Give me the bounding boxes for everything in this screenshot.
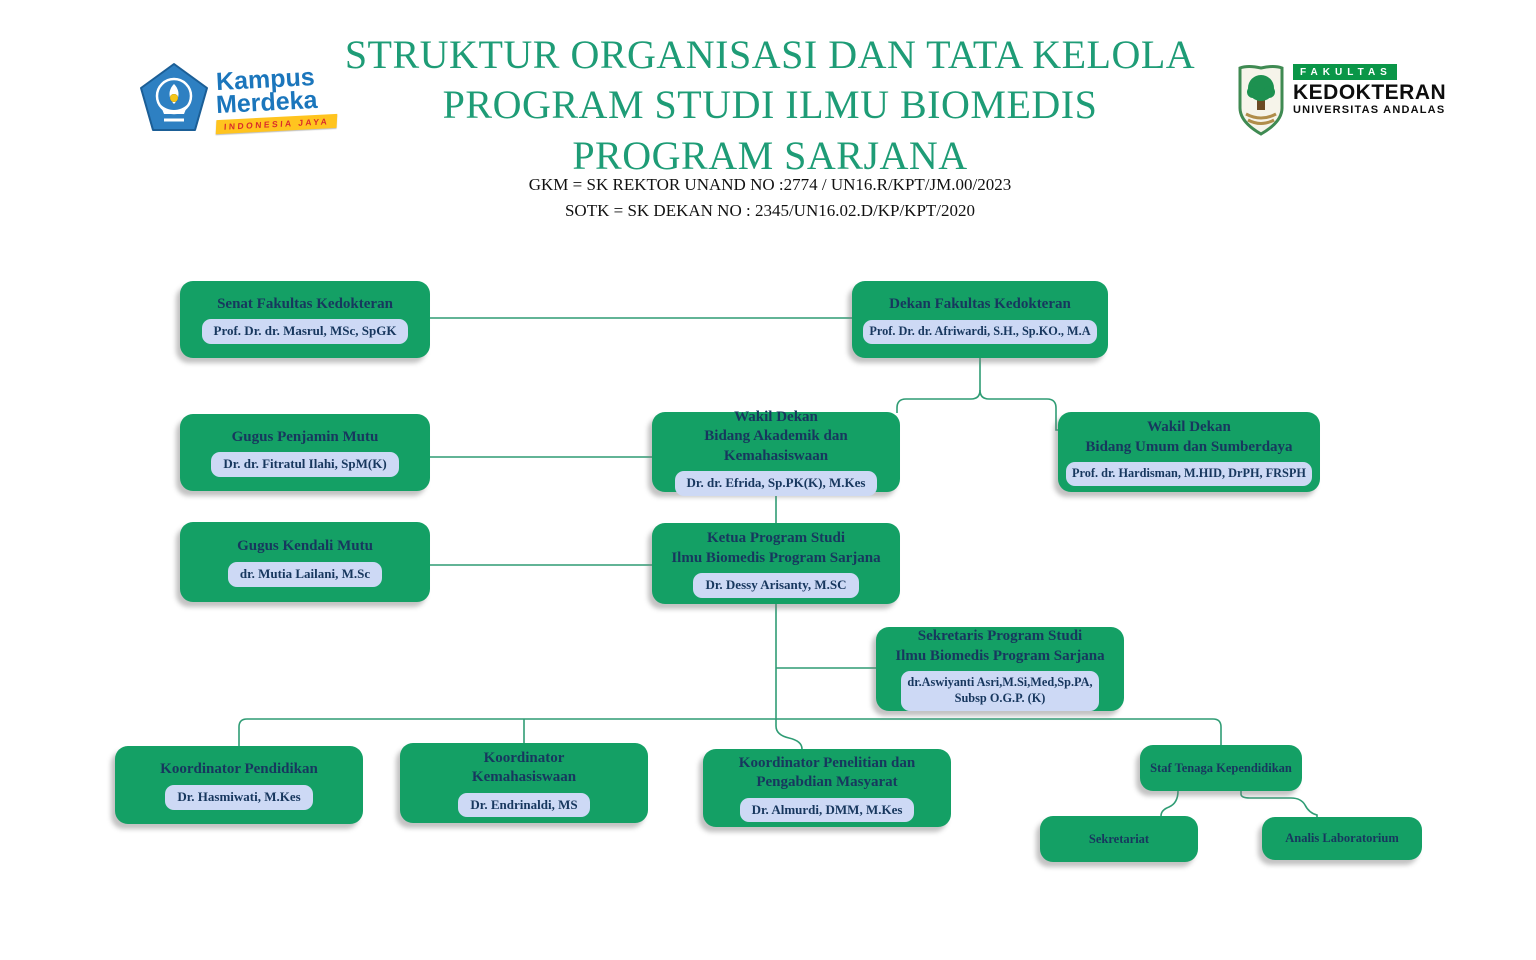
node-person: dr. Mutia Lailani, M.Sc [227, 561, 383, 587]
node-person: dr.Aswiyanti Asri,M.Si,Med,Sp.PA, Subsp … [901, 671, 1099, 711]
node-person: Dr. dr. Fitratul Ilahi, SpM(K) [211, 452, 399, 478]
org-node-wakil-dekan-umum: Wakil Dekan Bidang Umum dan Sumberdaya P… [1058, 412, 1320, 492]
org-node-koordinator-penelitian: Koordinator Penelitian dan Pengabdian Ma… [703, 749, 951, 827]
node-person: Dr. dr. Efrida, Sp.PK(K), M.Kes [674, 471, 878, 497]
node-title: Gugus Penjamin Mutu [231, 428, 379, 445]
title-line-2: PROGRAM STUDI ILMU BIOMEDIS [442, 82, 1098, 128]
node-title: Koordinator Penelitian dan Pengabdian Ma… [738, 754, 916, 791]
node-title: Staf Tenaga Kependidikan [1150, 760, 1292, 775]
node-title: Koordinator Pendidikan [160, 761, 318, 778]
node-person: Prof. Dr. dr. Masrul, MSc, SpGK [201, 319, 409, 345]
connector-distribution-bar [238, 718, 1222, 746]
tut-wuri-handayani-emblem-icon [140, 63, 208, 131]
org-node-gugus-penjamin-mutu: Gugus Penjamin Mutu Dr. dr. Fitratul Ila… [180, 414, 430, 491]
node-person: Dr. Almurdi, DMM, M.Kes [739, 797, 915, 823]
connector-dekan-wakil-akademik [896, 389, 981, 413]
org-node-dekan: Dekan Fakultas Kedokteran Prof. Dr. dr. … [852, 281, 1108, 358]
connector-staf-analis [1240, 791, 1318, 818]
node-title: Senat Fakultas Kedokteran [217, 295, 393, 312]
sotk-decree-line: SOTK = SK DEKAN NO : 2345/UN16.02.D/KP/K… [564, 201, 976, 221]
node-title: Ketua Program Studi Ilmu Biomedis Progra… [671, 530, 881, 566]
connector-dekan-wakil-umum [979, 389, 1059, 431]
unand-shield-icon [1238, 65, 1284, 136]
connector-drop-penelitian [775, 719, 803, 750]
fakultas-kedokteran-unand-logo: FAKULTAS KEDOKTERAN UNIVERSITAS ANDALAS [1236, 64, 1446, 136]
node-title: Dekan Fakultas Kedokteran [889, 296, 1071, 313]
universitas-andalas-label: UNIVERSITAS ANDALAS [1293, 104, 1446, 117]
page-title: STRUKTUR ORGANISASI DAN TATA KELOLA PROG… [320, 30, 1220, 181]
node-title: Sekretariat [1088, 831, 1150, 846]
node-title: Gugus Kendali Mutu [237, 538, 373, 555]
node-person: Prof. Dr. dr. Afriwardi, S.H., Sp.KO., M… [863, 319, 1097, 344]
kedokteran-label: KEDOKTERAN [1293, 81, 1447, 104]
node-title: Koordinator Kemahasiswaan [471, 749, 577, 786]
org-node-koordinator-pendidikan: Koordinator Pendidikan Dr. Hasmiwati, M.… [115, 746, 363, 824]
title-line-1: STRUKTUR ORGANISASI DAN TATA KELOLA [344, 32, 1196, 77]
org-node-gugus-kendali-mutu: Gugus Kendali Mutu dr. Mutia Lailani, M.… [180, 522, 430, 602]
node-title: Wakil Dekan Bidang Umum dan Sumberdaya [1085, 419, 1293, 455]
kampus-merdeka-logo: Kampus Merdeka INDONESIA JAYA [138, 60, 338, 140]
node-title: Wakil Dekan Bidang Akademik dan Kemahasi… [704, 408, 848, 464]
node-title: Sekretaris Program Studi Ilmu Biomedis P… [895, 628, 1105, 664]
fakultas-label: FAKULTAS [1293, 64, 1397, 80]
node-person: Dr. Endrinaldi, MS [458, 792, 590, 818]
org-node-sekretariat: Sekretariat [1040, 816, 1198, 862]
decree-references: GKM = SK REKTOR UNAND NO :2774 / UN16.R/… [320, 172, 1220, 225]
gkm-decree-line: GKM = SK REKTOR UNAND NO :2774 / UN16.R/… [528, 175, 1012, 194]
node-person: Dr. Hasmiwati, M.Kes [165, 784, 313, 810]
unand-wordmark: FAKULTAS KEDOKTERAN UNIVERSITAS ANDALAS [1293, 64, 1446, 117]
org-node-senat: Senat Fakultas Kedokteran Prof. Dr. dr. … [180, 281, 430, 358]
title-line-3: PROGRAM SARJANA [572, 132, 968, 178]
org-node-koordinator-kemahasiswaan: Koordinator Kemahasiswaan Dr. Endrinaldi… [400, 743, 648, 823]
node-person: Dr. Dessy Arisanty, M.SC [693, 573, 859, 598]
node-person: Prof. dr. Hardisman, M.HID, DrPH, FRSPH [1066, 462, 1312, 486]
connector-staf-sekretariat [1160, 790, 1179, 817]
org-node-staf-tenaga-kependidikan: Staf Tenaga Kependidikan [1140, 745, 1302, 791]
org-node-sekretaris-prodi: Sekretaris Program Studi Ilmu Biomedis P… [876, 627, 1124, 711]
node-title: Analis Laboratorium [1285, 831, 1399, 846]
org-node-ketua-prodi: Ketua Program Studi Ilmu Biomedis Progra… [652, 523, 900, 604]
org-node-analis-laboratorium: Analis Laboratorium [1262, 817, 1422, 860]
org-node-wakil-dekan-akademik: Wakil Dekan Bidang Akademik dan Kemahasi… [652, 409, 900, 497]
